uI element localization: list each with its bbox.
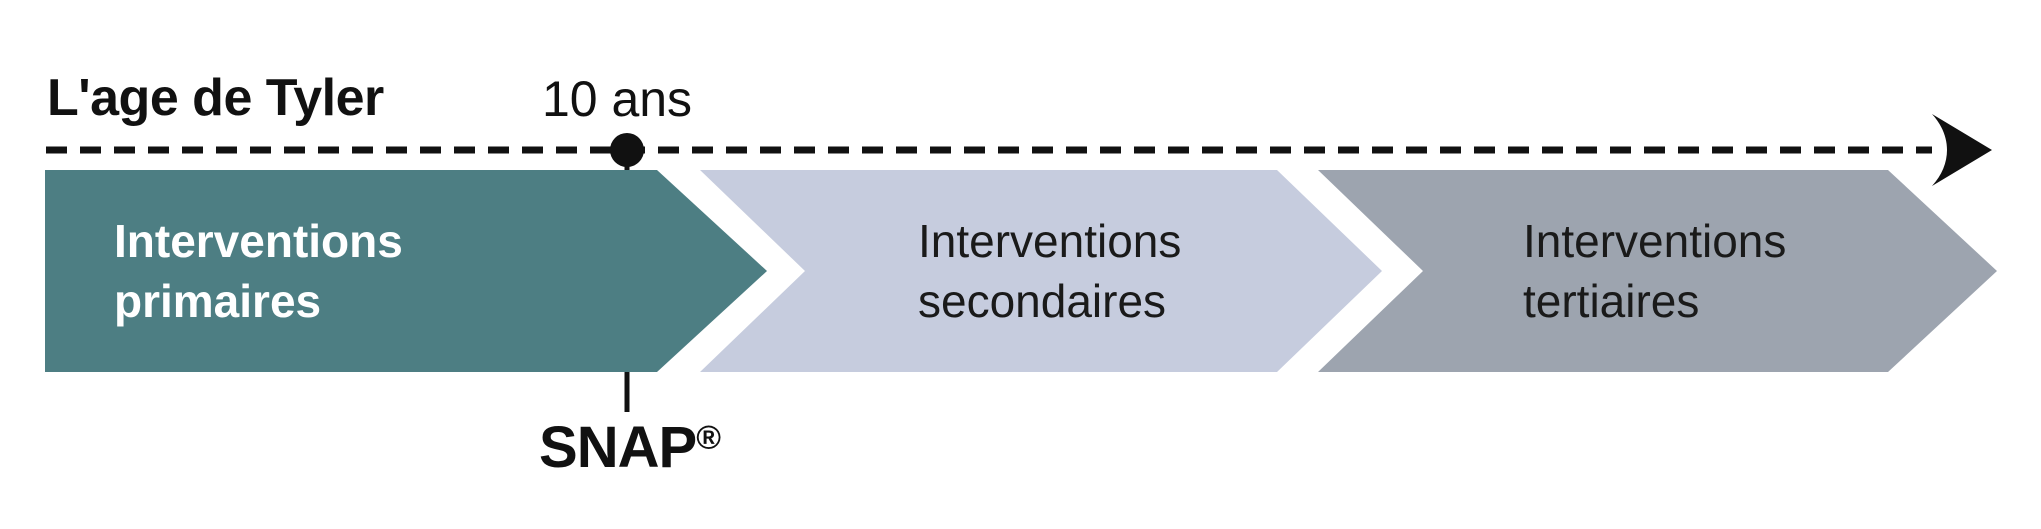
chevron-interventions-secondaires: Interventions secondaires	[700, 170, 1382, 372]
timeline-arrowhead-icon	[1932, 114, 1992, 186]
timeline-axis-label: L'age de Tyler	[47, 69, 384, 127]
chevron-interventions-tertiaires: Interventions tertiaires	[1318, 170, 1997, 372]
chevron-label-line2: tertiaires	[1523, 275, 1700, 327]
chevron-interventions-primaires: Interventions primaires	[45, 170, 767, 372]
chevron-label-line1: Interventions	[1523, 215, 1787, 267]
chevron-label-line2: secondaires	[918, 275, 1167, 327]
timeline-marker-dot	[610, 133, 644, 167]
age-marker-label: 10 ans	[541, 71, 693, 127]
chevron-label-line1: Interventions	[114, 215, 403, 267]
chevron-label-line1: Interventions	[918, 215, 1182, 267]
chevron-label-line2: primaires	[114, 275, 322, 327]
event-label-text: SNAP	[539, 415, 697, 480]
registered-trademark-icon: ®	[696, 419, 721, 457]
event-label-snap: SNAP®	[539, 414, 721, 481]
